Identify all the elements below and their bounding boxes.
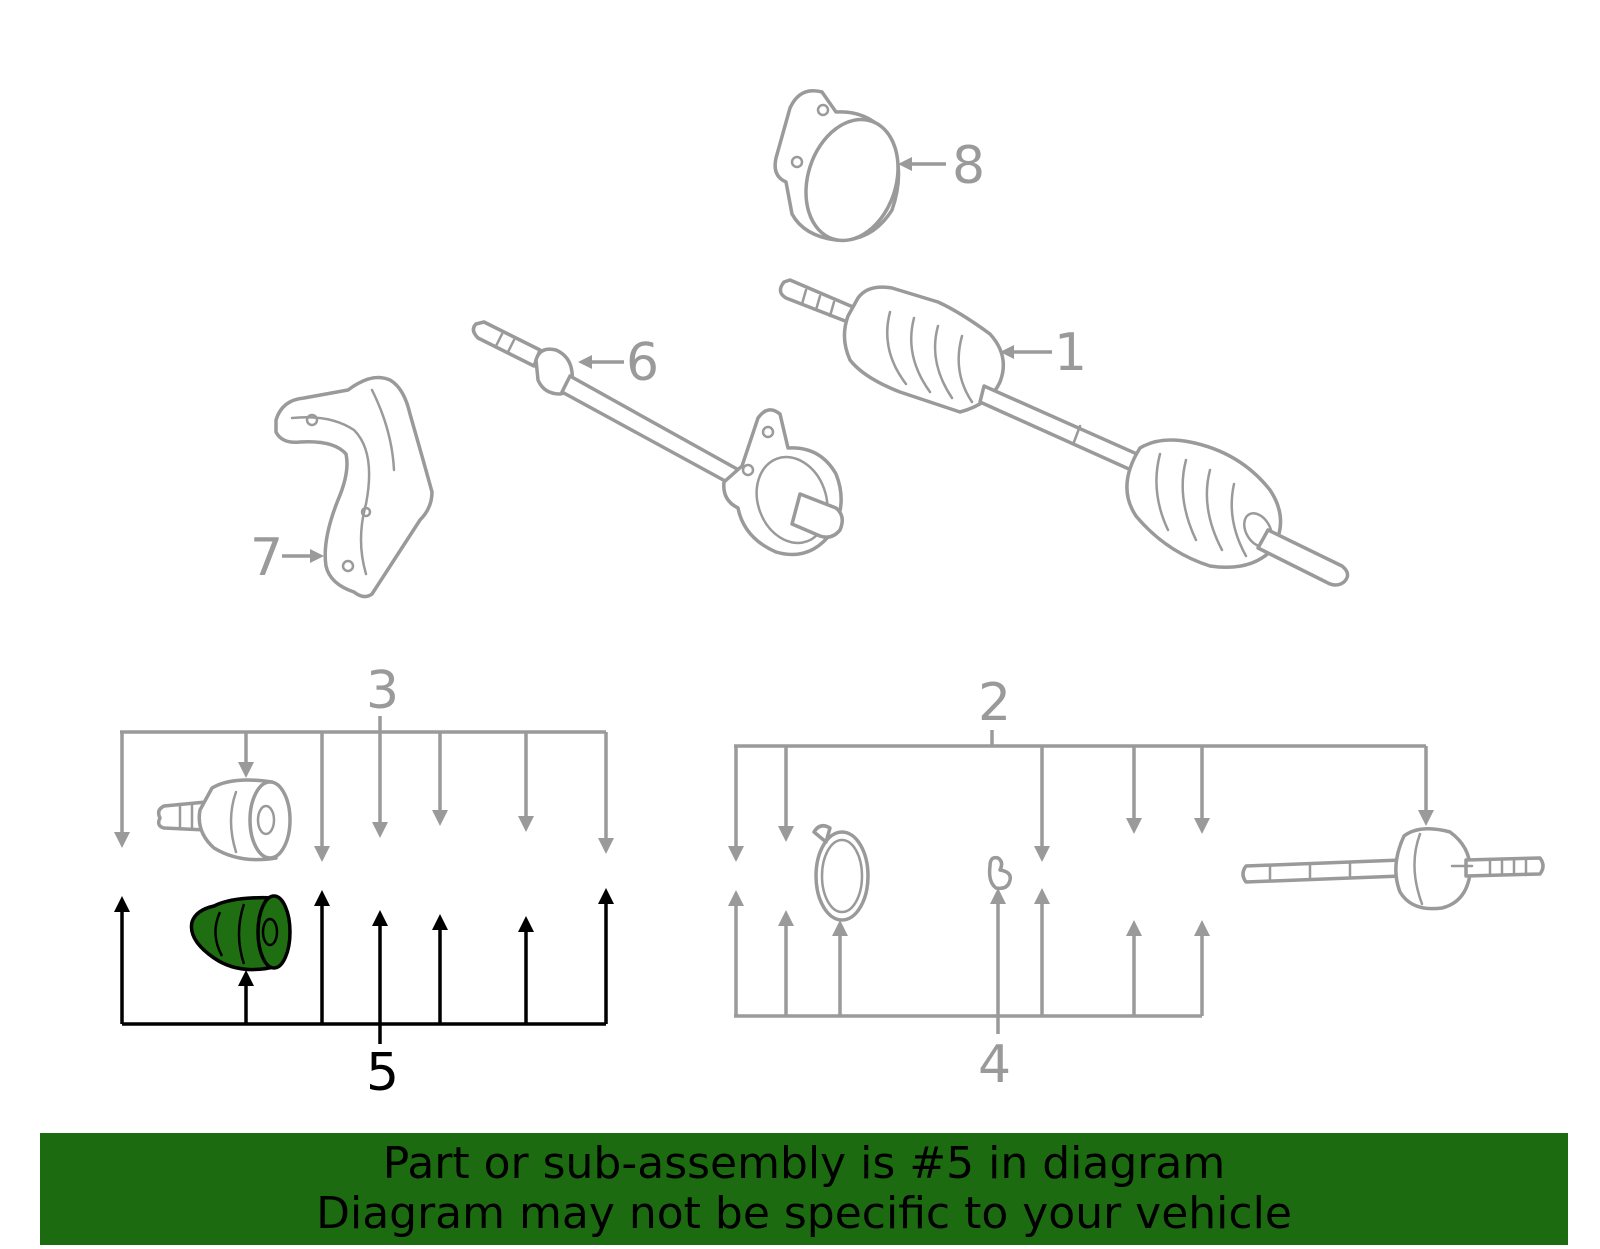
callout-1: 1 — [1054, 323, 1087, 383]
part-5-boot-highlighted[interactable] — [189, 894, 292, 972]
callout-6-leader: 6 — [578, 333, 659, 393]
part-7-bracket[interactable] — [274, 375, 434, 599]
callout-2: 2 — [978, 673, 1011, 733]
callout-3-bracket: 3 — [114, 661, 614, 862]
part-6-intermediate-shaft[interactable] — [471, 320, 844, 557]
part-2-inner-joint-shaft[interactable] — [1241, 827, 1545, 911]
part-8-dust-cover[interactable] — [773, 89, 913, 253]
banner-line-1: Part or sub-assembly is #5 in diagram — [382, 1138, 1226, 1189]
callout-8-leader: 8 — [898, 136, 985, 196]
callout-2-bracket: 2 — [728, 673, 1434, 862]
callout-5: 5 — [366, 1043, 399, 1103]
callout-4: 4 — [978, 1035, 1011, 1095]
callout-7-leader: 7 — [250, 528, 324, 588]
callout-3: 3 — [366, 661, 399, 721]
banner-line-2: Diagram may not be specific to your vehi… — [316, 1188, 1292, 1239]
callout-8: 8 — [952, 136, 985, 196]
callout-6: 6 — [626, 333, 659, 393]
callout-5-bracket: 5 — [114, 888, 614, 1103]
callout-1-leader: 1 — [1000, 323, 1087, 383]
info-banner: Part or sub-assembly is #5 in diagram Di… — [40, 1133, 1568, 1245]
small-clip[interactable] — [987, 855, 1013, 891]
callout-7: 7 — [250, 528, 283, 588]
part-1-axle-assembly[interactable] — [778, 278, 1350, 587]
callout-4-bracket: 4 — [728, 888, 1210, 1095]
part-3-outer-joint[interactable] — [156, 778, 292, 862]
boot-clamp-ring[interactable] — [812, 824, 870, 922]
